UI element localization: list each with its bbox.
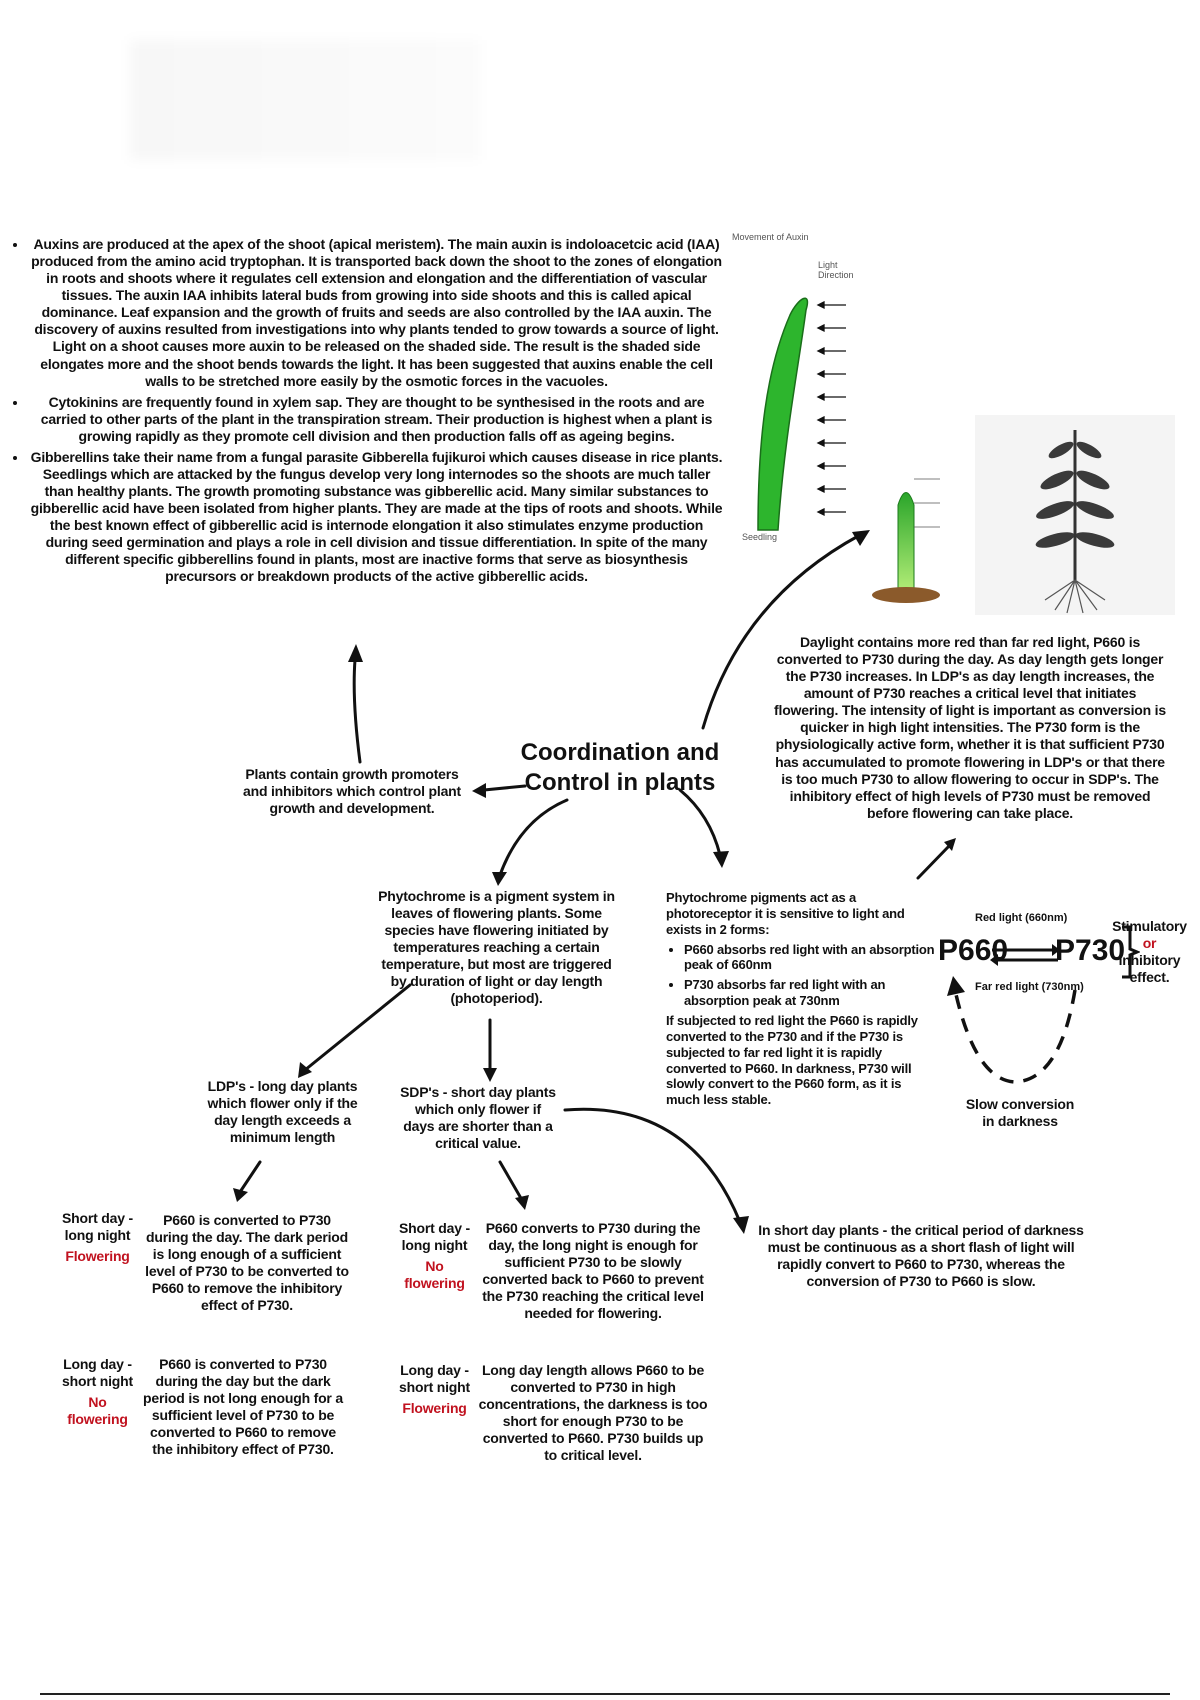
ldp-case1-conditions: Short day - long night [62,1210,133,1244]
bottom-rule [40,1693,1170,1695]
sdp-case1-result: No flowering [404,1258,465,1292]
arrow-to-figures [701,533,862,730]
arrow-to-phytochrome [498,798,569,877]
sdp-case2-text: Long day length allows P660 to be conver… [478,1362,708,1464]
inhibitory-label: inhibitory effect. [1118,952,1181,986]
sdp-case1-text: P660 converts to P730 during the day, th… [482,1220,704,1322]
hormone-notes: Auxins are produced at the apex of the s… [10,236,725,590]
arrow-to-sdp-cases [498,1160,524,1202]
far-red-label: Far red light (730nm) [975,981,1084,993]
plant-figure [975,415,1175,615]
arrow-to-pigments [678,788,722,857]
or-label: or [1142,935,1157,952]
faded-header [130,40,480,160]
p730-label: P730 [1055,934,1126,967]
pigments-note: Phytochrome pigments act as a photorecep… [666,890,936,1108]
sdp-note: SDP's - short day plants which only flow… [400,1084,556,1152]
stimulatory-label: Stimulatory [1112,918,1187,934]
sdp-case2-result: Flowering [402,1400,467,1417]
pigment-p660: P660 absorbs red light with an absorptio… [684,942,936,974]
ldp-case2-label: Long day - short night No flowering [60,1356,135,1428]
pigments-outro: If subjected to red light the P660 is ra… [666,1013,918,1108]
red-light-label: Red light (660nm) [975,912,1068,924]
slow-conversion-label: Slow conversion in darkness [965,1096,1075,1130]
sdp-case2-label: Long day - short night Flowering [397,1362,472,1417]
sdp-case2-conditions: Long day - short night [399,1362,470,1396]
auxin-movement-figure: Movement of Auxin Light Direction Seedli… [728,230,858,550]
arrow-to-ldp [303,983,412,1072]
ldp-case2-text: P660 is converted to P730 during the day… [143,1356,343,1458]
ldp-case1-label: Short day - long night Flowering [60,1210,135,1265]
effect-label: Stimulatory or inhibitory effect. [1112,918,1187,986]
slow-conversion-arrow [947,976,1077,1084]
equilibrium-arrows [990,944,1060,966]
ldp-case2-result: No flowering [67,1394,128,1428]
figure-title: Movement of Auxin [732,232,809,242]
cytokinins-note: Cytokinins are frequently found in xylem… [28,394,725,445]
bracket [1122,925,1140,979]
ldp-case1-result: Flowering [65,1248,130,1265]
light-direction-label: Light Direction [818,260,854,281]
pigments-intro: Phytochrome pigments act as a photorecep… [666,890,905,937]
promoters-note: Plants contain growth promoters and inhi… [243,766,461,817]
seedling-drawing [757,297,846,531]
pigment-p730: P730 absorbs far red light with an absor… [684,977,936,1009]
sdp-case1-label: Short day - long night No flowering [397,1220,472,1292]
arrow-to-promoters [482,784,527,792]
auxins-note: Auxins are produced at the apex of the s… [28,236,725,390]
arrow-to-daylight [916,843,952,880]
darkness-note: In short day plants - the critical perio… [758,1222,1084,1290]
daylight-note: Daylight contains more red than far red … [774,634,1166,821]
sdp-case1-conditions: Short day - long night [399,1220,470,1254]
phytochrome-note: Phytochrome is a pigment system in leave… [378,888,615,1007]
arrow-to-ldp-cases [238,1160,262,1194]
ldp-case1-text: P660 is converted to P730 during the day… [145,1212,349,1314]
ldp-note: LDP's - long day plants which flower onl… [207,1078,358,1146]
shoot-tip-figure [872,478,940,603]
gibberellins-note: Gibberellins take their name from a fung… [28,449,725,586]
arrow-to-darkness [563,1107,742,1224]
seedling-label: Seedling [742,532,778,542]
ldp-case2-conditions: Long day - short night [62,1356,133,1390]
arrow-to-hormones [352,658,362,764]
